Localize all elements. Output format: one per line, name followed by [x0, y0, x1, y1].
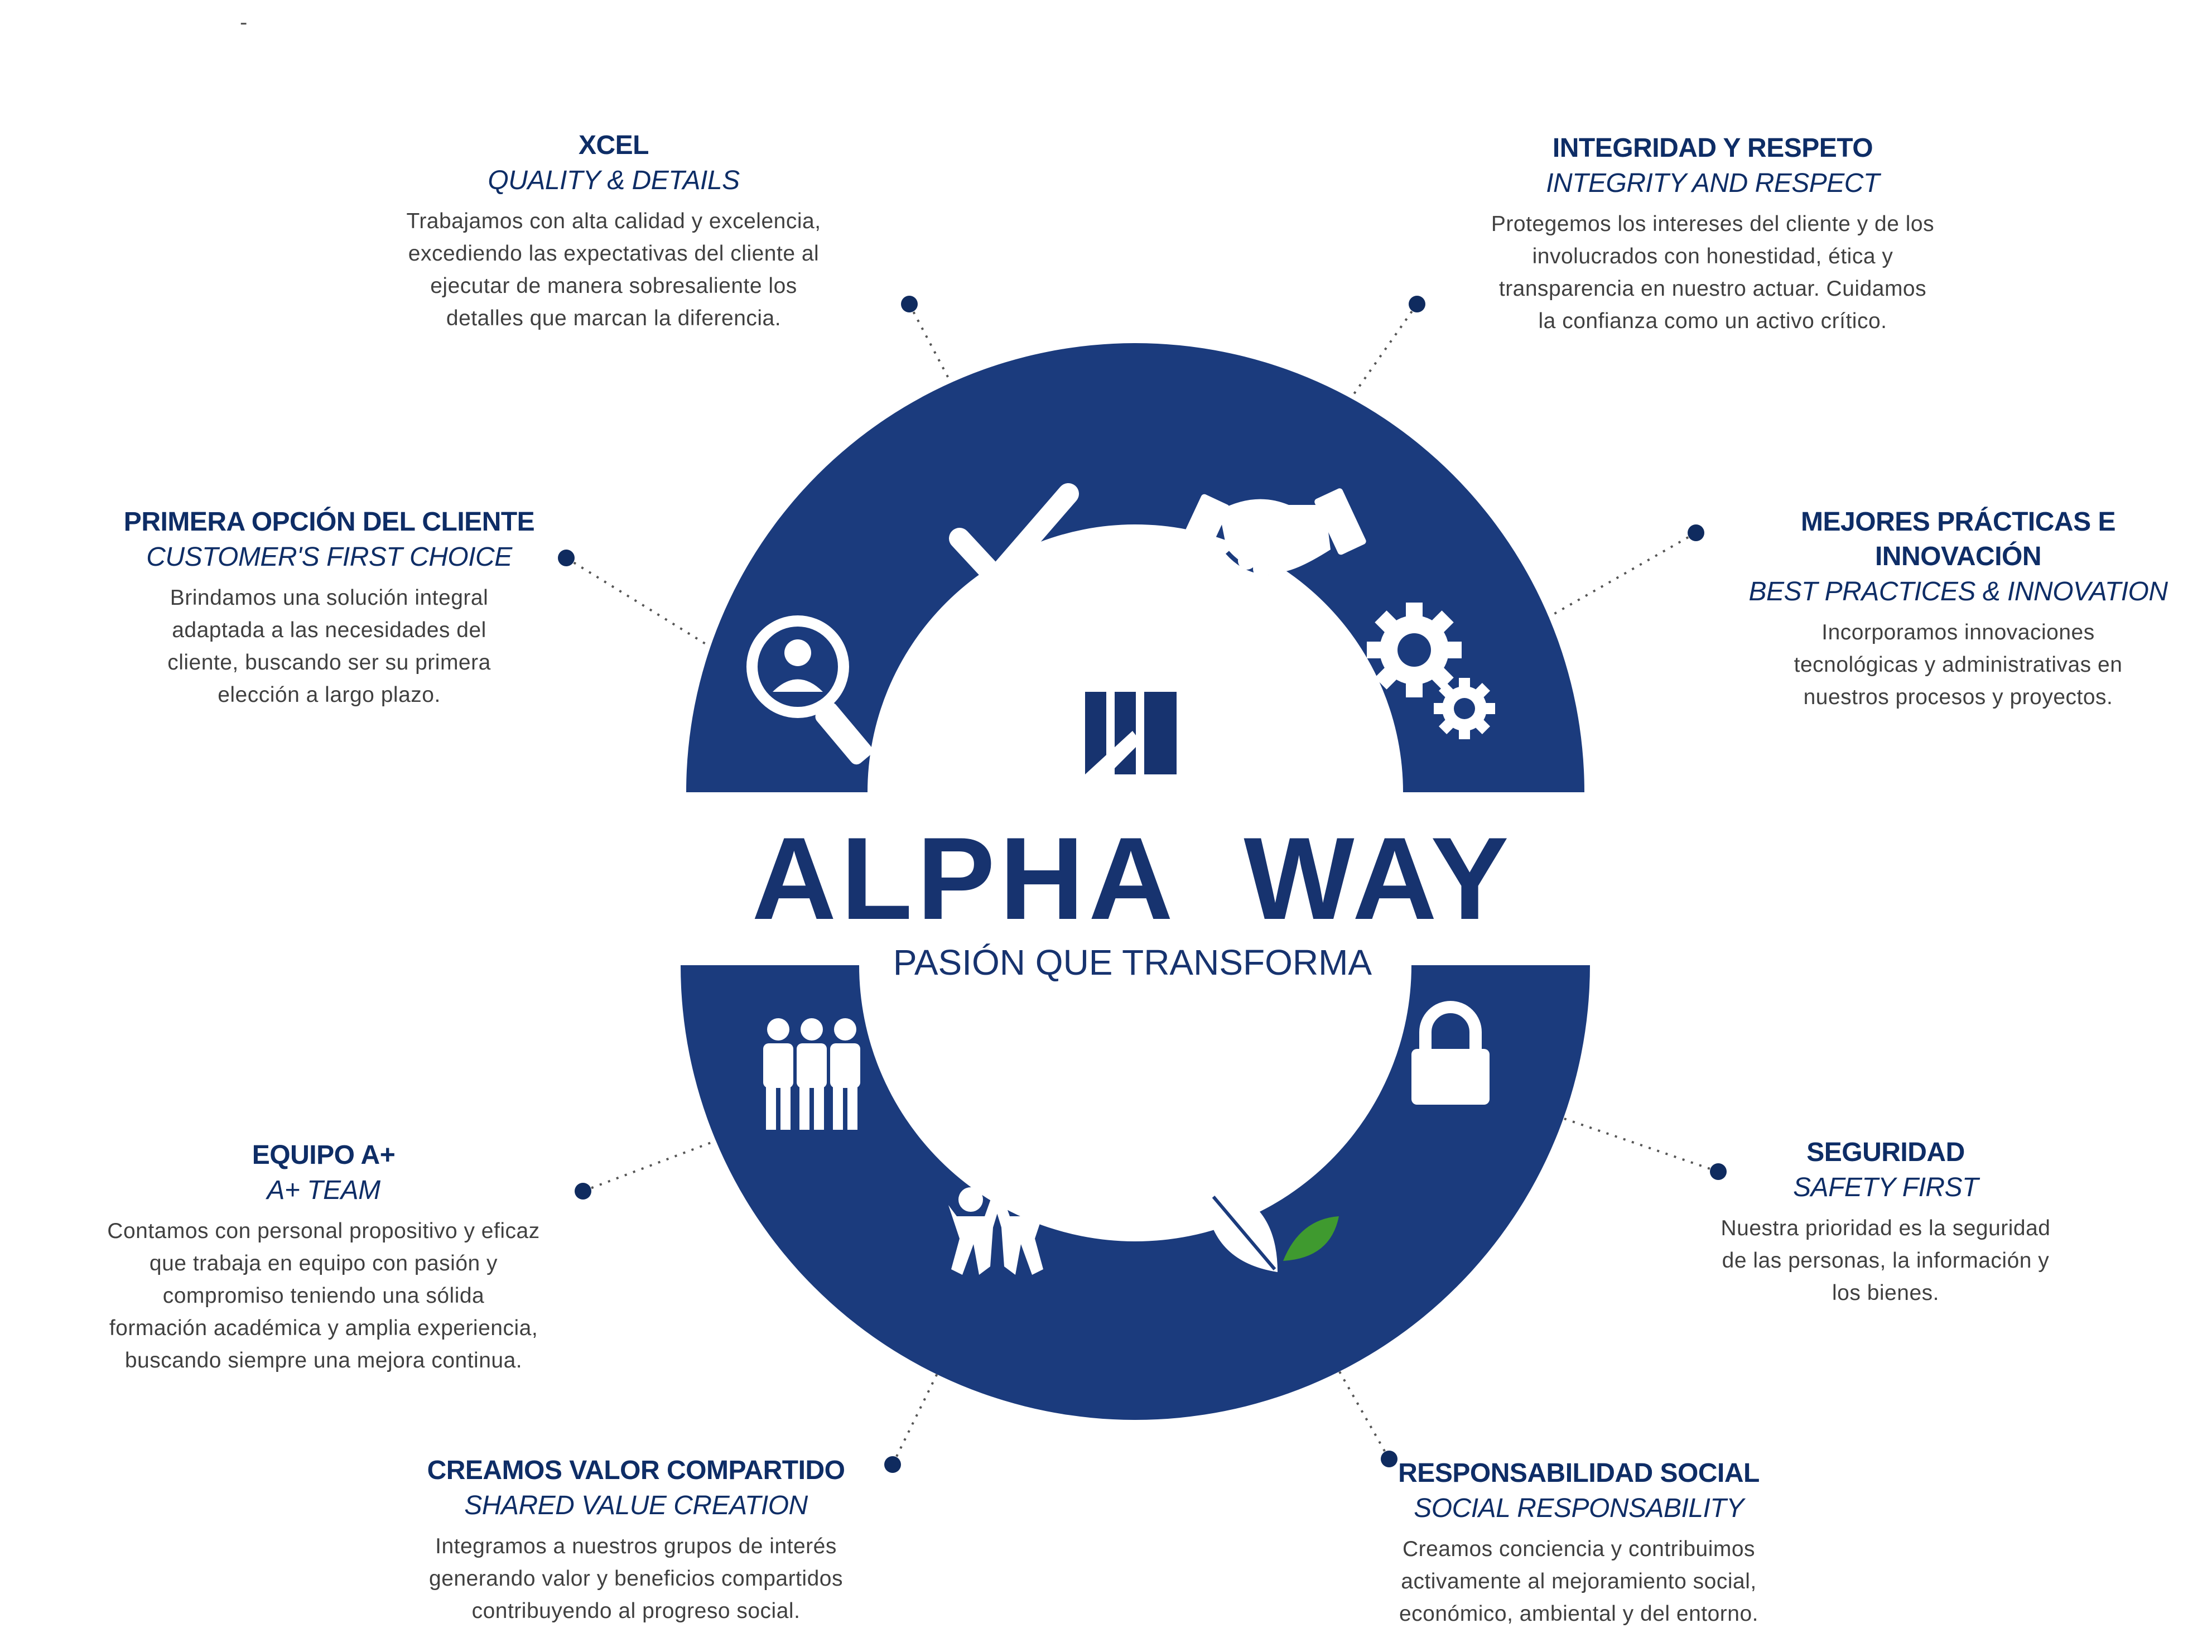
dot-seguridad [1710, 1163, 1727, 1180]
value-title: INTEGRIDAD Y RESPETO [1552, 133, 1873, 163]
value-valor-compartido: CREAMOS VALOR COMPARTIDO SHARED VALUE CR… [385, 1453, 887, 1627]
value-mejores-practicas: MEJORES PRÁCTICAS E INNOVACIÓN BEST PRAC… [1718, 505, 2198, 714]
value-subtitle: INTEGRITY AND RESPECT [1546, 168, 1880, 198]
handshake-icon [1178, 488, 1366, 584]
value-title: CREAMOS VALOR COMPARTIDO [427, 1456, 845, 1485]
lock-icon [1411, 1001, 1490, 1105]
value-description: Integramos a nuestros grupos de interés … [429, 1534, 843, 1623]
value-xcel: XCEL QUALITY & DETAILS Trabajamos con al… [357, 128, 870, 335]
value-description: Creamos conciencia y contribuimos activa… [1399, 1537, 1759, 1626]
dot-primera-opcion [558, 550, 575, 566]
dot-equipo [575, 1183, 591, 1200]
check-icon [949, 483, 1079, 588]
value-title: RESPONSABILIDAD SOCIAL [1398, 1458, 1760, 1488]
value-responsabilidad: RESPONSABILIDAD SOCIAL SOCIAL RESPONSABI… [1339, 1456, 1819, 1630]
value-description: Nuestra prioridad es la seguridad de las… [1721, 1216, 2051, 1305]
customer-search-icon [746, 615, 873, 765]
value-description: Trabajamos con alta calidad y excelencia… [406, 209, 821, 330]
value-description: Incorporamos innovaciones tecnológicas y… [1794, 620, 2123, 709]
connector-dots [558, 296, 1727, 1473]
value-title: SEGURIDAD [1806, 1138, 1965, 1167]
team-icon [763, 1018, 860, 1130]
center-subtitle: PASIÓN QUE TRANSFORMA [893, 942, 1372, 982]
value-subtitle: SHARED VALUE CREATION [464, 1491, 808, 1520]
dot-mejores-practicas [1688, 524, 1704, 541]
value-title: MEJORES PRÁCTICAS E INNOVACIÓN [1801, 507, 2115, 571]
company-logo [1085, 692, 1177, 781]
value-integridad: INTEGRIDAD Y RESPETO INTEGRITY AND RESPE… [1439, 131, 1986, 338]
value-description: Protegemos los intereses del cliente y d… [1491, 212, 1935, 333]
value-subtitle: BEST PRACTICES & INNOVATION [1748, 577, 2168, 606]
high-five-icon [948, 1177, 1046, 1275]
value-primera-opcion: PRIMERA OPCIÓN DEL CLIENTE CUSTOMER'S FI… [112, 505, 547, 711]
center-title: ALPHA WAY [751, 813, 1514, 944]
connector-valor-compartido [891, 1316, 966, 1465]
connector-primera-opcion [565, 557, 735, 662]
value-subtitle: SOCIAL RESPONSABILITY [1414, 1494, 1744, 1523]
dot-xcel [901, 296, 918, 312]
leaves-icon [1205, 1186, 1339, 1272]
dot-valor-compartido [884, 1456, 901, 1473]
ring-top-half [686, 343, 1584, 792]
ring-bottom-half [681, 965, 1590, 1420]
value-description: Contamos con personal propositivo y efic… [107, 1219, 540, 1372]
connector-xcel [908, 304, 989, 452]
value-title: XCEL [578, 131, 649, 160]
value-seguridad: SEGURIDAD SAFETY FIRST Nuestra prioridad… [1685, 1135, 2086, 1309]
connector-responsabilidad [1307, 1316, 1390, 1460]
value-subtitle: A+ TEAM [267, 1176, 380, 1205]
value-subtitle: SAFETY FIRST [1793, 1173, 1978, 1202]
value-title: PRIMERA OPCIÓN DEL CLIENTE [123, 507, 535, 537]
value-description: Brindamos una solución integral adaptada… [167, 586, 491, 707]
value-subtitle: CUSTOMER'S FIRST CHOICE [146, 542, 512, 572]
dot-integridad [1409, 296, 1425, 312]
stray-dash: - [240, 10, 248, 35]
value-title: EQUIPO A+ [252, 1140, 396, 1170]
gears-icon [1367, 603, 1495, 739]
value-equipo: EQUIPO A+ A+ TEAM Contamos con personal … [73, 1138, 575, 1377]
value-subtitle: QUALITY & DETAILS [488, 166, 740, 195]
dot-responsabilidad [1381, 1451, 1397, 1467]
